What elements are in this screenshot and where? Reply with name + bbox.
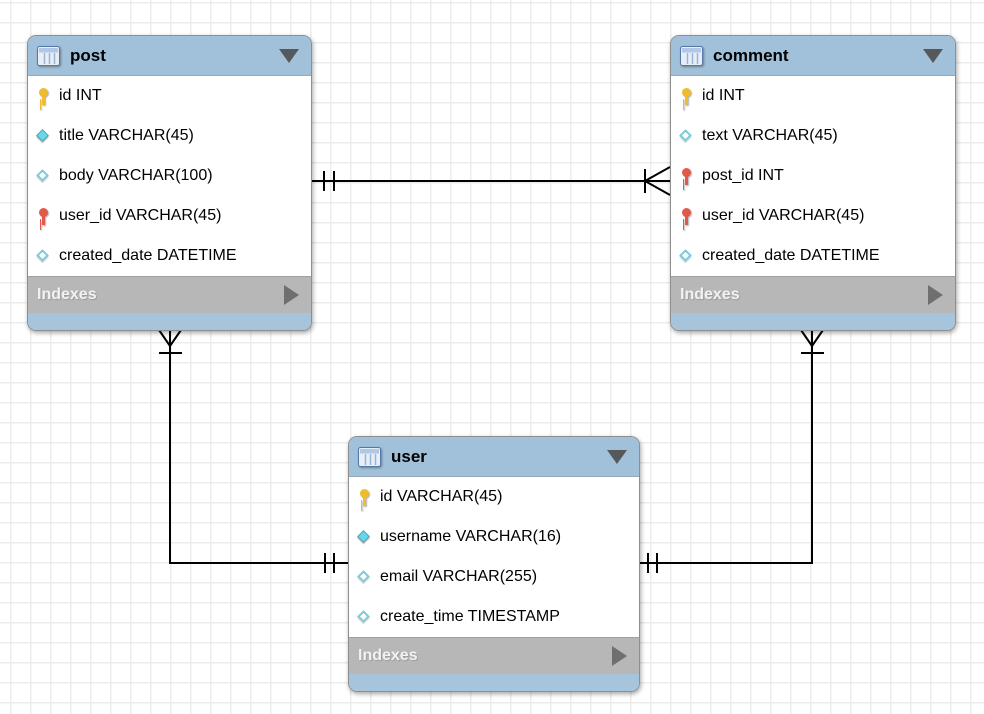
indexes-label: Indexes [37,286,97,303]
nullable-diamond-icon [36,248,51,265]
column-row[interactable]: email VARCHAR(255) [349,557,639,597]
relationship-post-comment[interactable] [312,166,671,196]
not-null-diamond-icon [357,529,372,546]
foreign-key-icon [36,207,51,225]
table-header[interactable]: comment [671,36,955,76]
primary-key-icon [36,87,51,105]
column-list: id INT title VARCHAR(45) body VARCHAR(10… [28,76,311,276]
column-text: user_id VARCHAR(45) [59,207,222,224]
table-header[interactable]: post [28,36,311,76]
nullable-diamond-icon [357,609,372,626]
column-text: body VARCHAR(100) [59,167,213,184]
primary-key-icon [357,488,372,506]
relationship-user-comment[interactable] [640,329,824,573]
indexes-section[interactable]: Indexes [349,637,639,674]
nullable-diamond-icon [357,569,372,586]
table-footer-strip [349,674,639,691]
column-text: create_time TIMESTAMP [380,608,560,625]
column-text: username VARCHAR(16) [380,528,562,545]
nullable-diamond-icon [679,128,694,145]
column-text: id VARCHAR(45) [380,488,503,505]
column-row[interactable]: post_id INT [671,156,955,196]
collapse-arrow-icon[interactable] [923,48,943,63]
table-footer-strip [671,313,955,330]
relationship-user-post[interactable] [158,329,348,573]
indexes-label: Indexes [358,647,418,664]
column-row[interactable]: title VARCHAR(45) [28,116,311,156]
column-row[interactable]: username VARCHAR(16) [349,517,639,557]
foreign-key-icon [679,207,694,225]
column-text: id INT [59,87,102,104]
column-text: created_date DATETIME [702,247,880,264]
primary-key-icon [679,87,694,105]
table-user[interactable]: user id VARCHAR(45) username VARCHAR(16)… [348,436,640,692]
table-grid-icon [680,45,703,66]
column-row[interactable]: created_date DATETIME [28,236,311,276]
table-grid-icon [37,45,60,66]
column-text: email VARCHAR(255) [380,568,538,585]
indexes-label: Indexes [680,286,740,303]
column-row[interactable]: user_id VARCHAR(45) [28,196,311,236]
nullable-diamond-icon [36,168,51,185]
expand-arrow-icon[interactable] [612,646,627,666]
table-post[interactable]: post id INT title VARCHAR(45) body VARCH… [27,35,312,331]
collapse-arrow-icon[interactable] [279,48,299,63]
column-text: user_id VARCHAR(45) [702,207,865,224]
expand-arrow-icon[interactable] [284,285,299,305]
indexes-section[interactable]: Indexes [28,276,311,313]
column-list: id VARCHAR(45) username VARCHAR(16) emai… [349,477,639,637]
indexes-section[interactable]: Indexes [671,276,955,313]
column-row[interactable]: user_id VARCHAR(45) [671,196,955,236]
table-grid-icon [358,446,381,467]
column-row[interactable]: create_time TIMESTAMP [349,597,639,637]
table-footer-strip [28,313,311,330]
nullable-diamond-icon [679,248,694,265]
not-null-diamond-icon [36,128,51,145]
table-header[interactable]: user [349,437,639,477]
column-text: text VARCHAR(45) [702,127,838,144]
foreign-key-icon [679,167,694,185]
column-text: created_date DATETIME [59,247,237,264]
column-row[interactable]: id INT [28,76,311,116]
table-title: user [391,446,427,466]
column-row[interactable]: body VARCHAR(100) [28,156,311,196]
collapse-arrow-icon[interactable] [607,449,627,464]
column-text: post_id INT [702,167,784,184]
column-row[interactable]: created_date DATETIME [671,236,955,276]
column-row[interactable]: id VARCHAR(45) [349,477,639,517]
column-text: title VARCHAR(45) [59,127,194,144]
column-row[interactable]: id INT [671,76,955,116]
column-row[interactable]: text VARCHAR(45) [671,116,955,156]
table-comment[interactable]: comment id INT text VARCHAR(45) post_id … [670,35,956,331]
table-title: comment [713,45,789,65]
column-list: id INT text VARCHAR(45) post_id INT user… [671,76,955,276]
expand-arrow-icon[interactable] [928,285,943,305]
column-text: id INT [702,87,745,104]
table-title: post [70,45,106,65]
